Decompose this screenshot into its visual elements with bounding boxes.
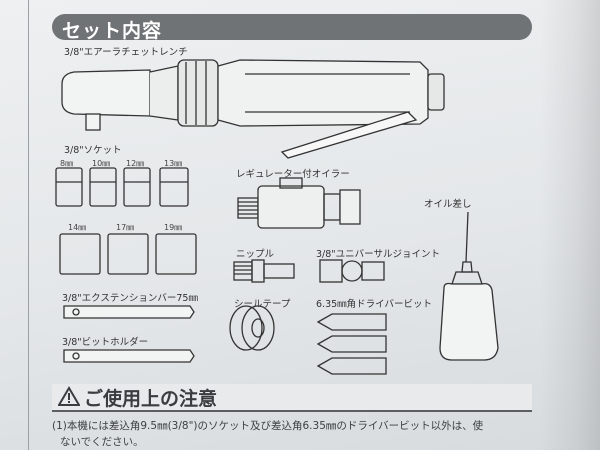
socket-size-label: 13㎜	[164, 159, 183, 168]
socket-size-label: 10㎜	[92, 159, 111, 168]
page-border-line	[28, 0, 29, 450]
sockets-label: 3/8"ソケット	[64, 145, 122, 156]
page-fold-shadow	[540, 0, 600, 450]
section-title: セット内容	[62, 20, 163, 42]
socket-size-label: 17㎜	[116, 223, 135, 232]
section-header-bar	[52, 14, 532, 40]
notice-header-bar	[52, 384, 532, 412]
nipple-label: ニップル	[236, 249, 275, 260]
notice-title: ご使用上の注意	[84, 388, 218, 410]
warning-icon	[58, 386, 80, 406]
extension-bar-label: 3/8"エクステンションバー75㎜	[62, 293, 198, 304]
notice-line-2: ないでください。	[60, 436, 144, 448]
socket-size-label: 14㎜	[68, 223, 87, 232]
notice-line-1: (1)本機には差込角9.5㎜(3/8")のソケット及び差込角6.35㎜のドライバ…	[52, 420, 484, 432]
seal-tape-label: シールテープ	[234, 299, 291, 310]
bit-holder-label: 3/8"ビットホルダー	[62, 337, 149, 348]
socket-size-label: 12㎜	[126, 159, 145, 168]
driver-bit-label: 6.35㎜角ドライバービット	[316, 299, 432, 310]
oiler-label: オイル差し	[424, 199, 472, 210]
ratchet-label: 3/8"エアーラチェットレンチ	[64, 47, 188, 58]
universal-joint-label: 3/8"ユニバーサルジョイント	[316, 249, 440, 260]
socket-size-label: 19㎜	[164, 223, 183, 232]
socket-size-label: 8㎜	[60, 159, 74, 168]
regulator-oiler-label: レギュレーター付オイラー	[236, 169, 350, 180]
